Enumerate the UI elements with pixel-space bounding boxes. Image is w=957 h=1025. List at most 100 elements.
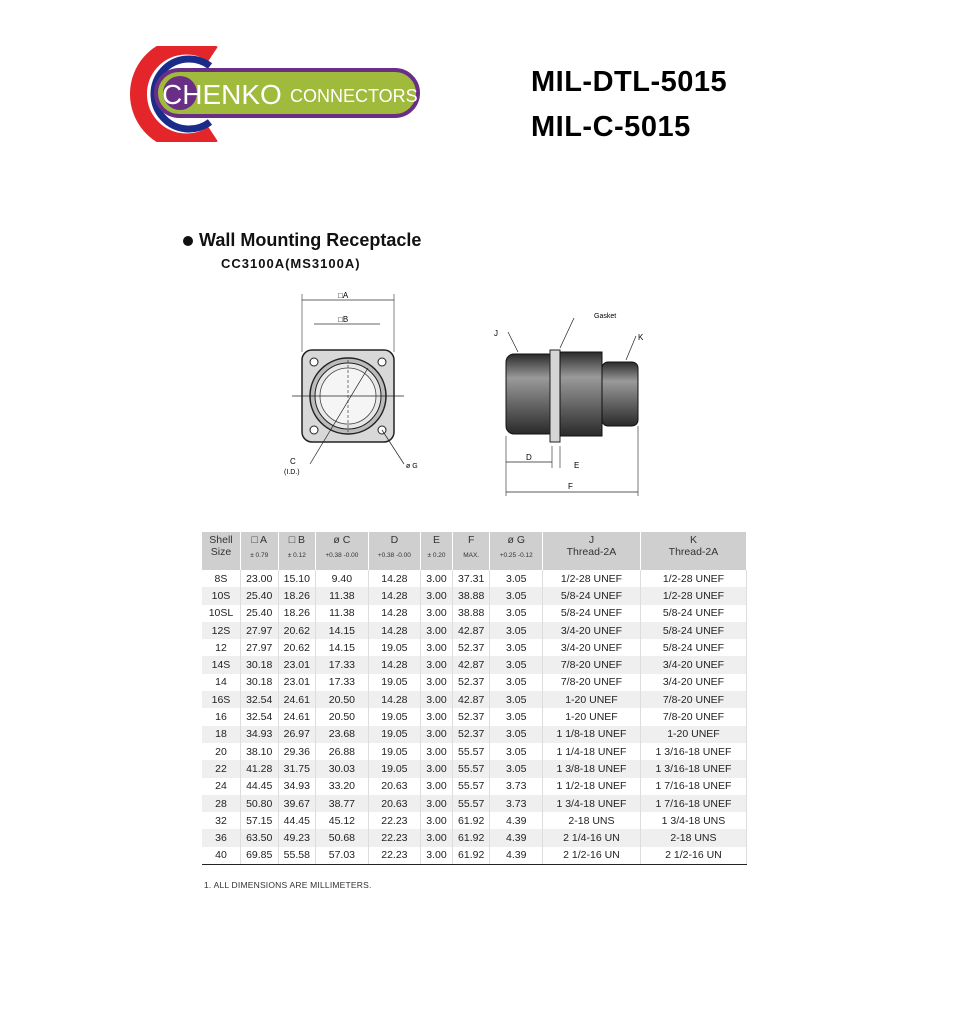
label-a: □A [338, 291, 349, 300]
table-cell: 38.10 [240, 742, 279, 761]
header-g: ø G+0.25 -0.12 [489, 532, 543, 570]
table-cell: 55.57 [452, 760, 491, 778]
table-cell: 38.88 [452, 604, 491, 622]
table-cell: 7/8-20 UNEF [640, 691, 748, 709]
table-cell: 1 7/16-18 UNEF [640, 777, 748, 795]
table-cell: 3.05 [489, 708, 543, 726]
table-cell: 15.10 [278, 570, 317, 588]
table-cell: 31.75 [278, 760, 317, 778]
table-cell: 16S [202, 691, 241, 709]
table-cell: 12 [202, 639, 241, 657]
table-cell: 14.28 [368, 587, 422, 605]
table-cell: 3.00 [420, 587, 453, 605]
table-cell: 14.28 [368, 604, 422, 622]
table-cell: 3.05 [489, 691, 543, 709]
header-c: ø C+0.38 -0.00 [315, 532, 369, 570]
label-j: J [494, 329, 498, 338]
table-cell: 3.00 [420, 829, 453, 847]
table-cell: 14.28 [368, 691, 422, 709]
table-cell: 19.05 [368, 673, 422, 692]
table-cell: 19.05 [368, 760, 422, 778]
table-cell: 16 [202, 708, 241, 726]
table-cell: 3.00 [420, 708, 453, 726]
table-cell: 50.80 [240, 794, 279, 813]
table-cell: 1 3/16-18 UNEF [640, 742, 748, 761]
table-cell: 3.05 [489, 639, 543, 657]
table-cell: 1/2-28 UNEF [640, 570, 748, 588]
table-cell: 19.05 [368, 708, 422, 726]
table-cell: 3.00 [420, 846, 453, 866]
table-cell: 14.28 [368, 656, 422, 674]
table-cell: 3.00 [420, 812, 453, 830]
table-cell: 55.57 [452, 794, 491, 813]
header-d: D+0.38 -0.00 [368, 532, 422, 570]
table-cell: 32.54 [240, 708, 279, 726]
table-cell: 42.87 [452, 621, 491, 640]
table-cell: 28 [202, 794, 241, 813]
label-k: K [638, 333, 644, 342]
spec-titles: MIL-DTL-5015 MIL-C-5015 [531, 60, 727, 150]
table-cell: 1 3/8-18 UNEF [542, 760, 641, 778]
table-cell: 33.20 [315, 777, 369, 795]
table-cell: 69.85 [240, 846, 279, 866]
table-cell: 26.88 [315, 742, 369, 761]
table-cell: 49.23 [278, 829, 317, 847]
table-cell: 52.37 [452, 673, 491, 692]
table-cell: 44.45 [278, 812, 317, 830]
bullet-icon [183, 235, 193, 246]
table-cell: 4.39 [489, 846, 543, 866]
table-cell: 3/4-20 UNEF [640, 673, 748, 692]
table-cell: 3.05 [489, 570, 543, 588]
table-cell: 61.92 [452, 846, 491, 866]
label-d: D [526, 453, 532, 462]
table-cell: 45.12 [315, 812, 369, 830]
table-cell: 14.15 [315, 621, 369, 640]
table-cell: 20.50 [315, 708, 369, 726]
label-c-sub: (I.D.) [284, 469, 300, 476]
table-cell: 10S [202, 587, 241, 605]
table-cell: 3.05 [489, 742, 543, 761]
table-cell: 27.97 [240, 621, 279, 640]
table-cell: 20.50 [315, 691, 369, 709]
table-cell: 5/8-24 UNEF [640, 604, 748, 622]
table-cell: 12S [202, 621, 241, 640]
table-cell: 17.33 [315, 673, 369, 692]
table-cell: 2 1/2-16 UN [542, 846, 641, 866]
table-cell: 1/2-28 UNEF [640, 587, 748, 605]
table-cell: 20.63 [368, 794, 422, 813]
label-f: F [568, 482, 573, 491]
table-cell: 5/8-24 UNEF [640, 639, 748, 657]
table-cell: 37.31 [452, 570, 491, 588]
table-cell: 1-20 UNEF [640, 725, 748, 743]
table-cell: 30.18 [240, 673, 279, 692]
table-cell: 5/8-24 UNEF [640, 621, 748, 640]
table-cell: 11.38 [315, 604, 369, 622]
table-cell: 22.23 [368, 829, 422, 847]
table-cell: 3.00 [420, 621, 453, 640]
table-cell: 14.28 [368, 570, 422, 588]
header-b: □ B± 0.12 [278, 532, 317, 570]
table-cell: 42.87 [452, 656, 491, 674]
table-cell: 11.38 [315, 587, 369, 605]
header-a: □ A± 0.79 [240, 532, 279, 570]
table-cell: 3.00 [420, 794, 453, 813]
table-cell: 1-20 UNEF [542, 708, 641, 726]
table-cell: 52.37 [452, 639, 491, 657]
table-cell: 3.00 [420, 777, 453, 795]
logo-brand: CHENKO [162, 79, 282, 110]
table-cell: 2-18 UNS [542, 812, 641, 830]
table-cell: 3.00 [420, 639, 453, 657]
table-cell: 3.05 [489, 587, 543, 605]
table-cell: 50.68 [315, 829, 369, 847]
table-cell: 2-18 UNS [640, 829, 748, 847]
